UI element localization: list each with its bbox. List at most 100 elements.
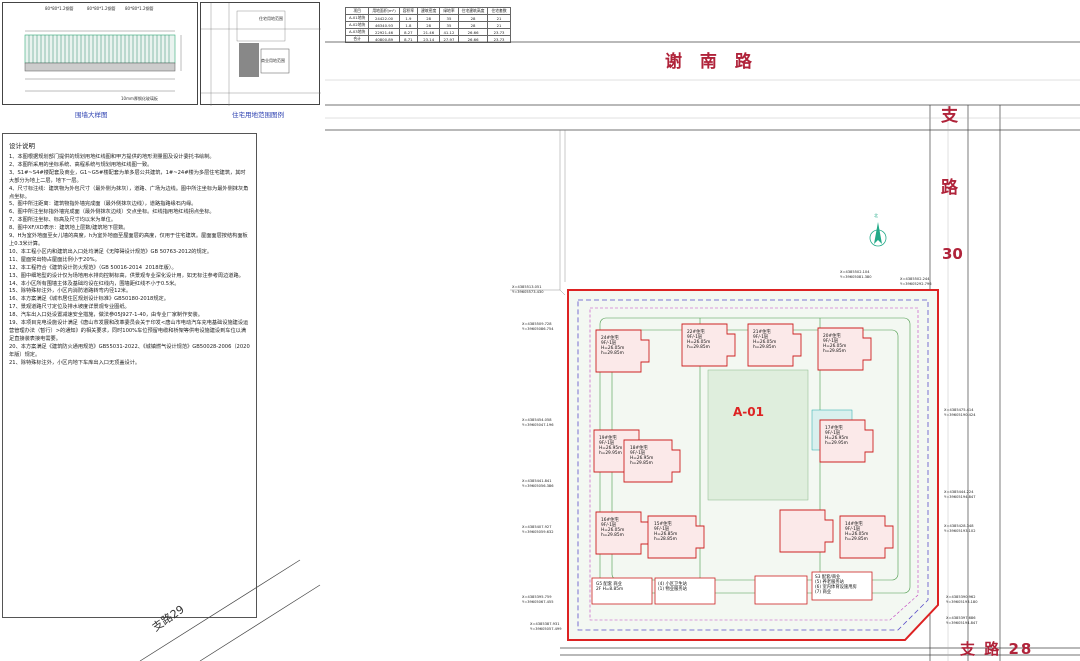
- building-floors: 9F/-1层: [825, 431, 841, 436]
- coord-label: Y=39605194.847: [946, 621, 978, 625]
- fence-detail-panel: 80*80*1.2钢管 80*80*1.2钢管 80*80*1.2钢管 10mm…: [2, 2, 198, 105]
- building-floors: 9F/-1层: [845, 527, 861, 532]
- building-name: 17#住宅: [825, 426, 843, 431]
- coord-label: Y=39605059.632: [522, 530, 554, 534]
- building-height: H=26.95m: [599, 446, 623, 451]
- building-name: 20#住宅: [823, 334, 841, 339]
- building-floors: 9F/-1层: [601, 523, 617, 528]
- note-line: 8、图中XF/XD表示：建筑地上层数/建筑地下层数。: [9, 225, 129, 232]
- road-label-east-2: 路: [941, 178, 958, 198]
- road-label-north: 谢 南 路: [665, 52, 758, 72]
- amenity-name-4: (7) 商业: [815, 590, 832, 595]
- building-height: H=26.85m: [654, 532, 678, 537]
- coord-label: X=4385387.931: [530, 622, 560, 626]
- amenity-name: (4) 小区卫生站: [658, 582, 687, 587]
- note-line: 21、除特殊标注外，小区内地下车库出入口无顶盖设计。: [9, 359, 141, 366]
- site-location-drawing: [201, 3, 321, 106]
- road-centerlines: [325, 79, 1080, 661]
- building-height: H=26.95m: [630, 456, 654, 461]
- north-arrow-label: 北: [874, 213, 878, 218]
- amenity-label-s3: S3 配套/商业(5) 养老服务站 (6) 室内体育设施用房(7) 商业: [815, 575, 857, 595]
- building-name: 15#住宅: [654, 522, 672, 527]
- note-line: 18、汽车出入口处设置减速安全措施，做法参05J927-1-40，由专业厂家制作…: [9, 312, 203, 319]
- amenity-name: G5 配套 商业: [596, 582, 622, 587]
- building-height-h: h=29.95m: [599, 451, 622, 456]
- dim-label-left: 80*80*1.2钢管: [45, 6, 74, 11]
- note-line: 11、屋面突出物占屋面比例小于20%。: [9, 256, 100, 263]
- building-height-h: h=29.85m: [601, 533, 624, 538]
- building-floors: 9F/-1层: [601, 341, 617, 346]
- coord-label: Y=39605193.180: [946, 600, 978, 604]
- note-line: 5、图中所注距离：建筑物指外墙完成面（最外侧抹灰边线），道路指路缘石内缘。: [9, 201, 197, 208]
- site-location-panel: 住宅用地范围 商业用地范围: [200, 2, 321, 106]
- dim-label-mid: 80*80*1.2钢管: [87, 6, 116, 11]
- building-height-h: h=29.85m: [601, 351, 624, 356]
- building-height-h: h=29.85m: [823, 349, 846, 354]
- note-line: 13、图中细地型的设计仅为场地用水排向控制标高，供景观专业深化设计用，如无标注参…: [9, 272, 244, 279]
- note-line: 12、本工程符合《建筑设计防火规范》（GB 50016-2014 2018年版）…: [9, 264, 177, 271]
- coord-label: X=4385509.728: [522, 322, 552, 326]
- coord-label: Y=39605086.754: [522, 327, 554, 331]
- central-green: [707, 369, 809, 501]
- coord-label: Y=39605193.102: [944, 529, 976, 533]
- amenity-label-services: (4) 小区卫生站(1) 物业服务站: [658, 582, 687, 592]
- note-line: 2、本图所采用的坐标系统、高程系统与规划用地红线图一致。: [9, 161, 153, 168]
- coord-label: X=4385395.759: [522, 595, 552, 599]
- note-line: 4、尺寸标注线：建筑物为外包尺寸（最外侧为抹灰），道路、广场为边线。图中所注坐标…: [9, 185, 249, 200]
- road-label-south-east: 支 路 28: [960, 640, 1034, 658]
- building-name: 22#住宅: [687, 330, 705, 335]
- building-name: 24#住宅: [601, 336, 619, 341]
- setback-line: [577, 299, 929, 631]
- design-notes-panel: 设计说明 1、本图根据规划部门提供的规划用地红线图和甲方提供的地形测量图及设计委…: [2, 133, 257, 618]
- building-height-h: h=29.95m: [825, 441, 848, 446]
- building-height: H=26.95m: [825, 436, 849, 441]
- building-height-h: h=29.85m: [845, 537, 868, 542]
- building-floors: 9F/-1层: [599, 441, 615, 446]
- coord-label: Y=39605067.455: [522, 600, 554, 604]
- table-row: A-01地块 24422.00 1.9 28 35 28 21: [344, 14, 511, 22]
- coord-label: X=4385390.962: [946, 595, 976, 599]
- coord-label: Y=39605081.380: [840, 275, 872, 279]
- note-line: 17、景观道路尺寸定位及排水坡度详景观专业图纸。: [9, 304, 130, 311]
- coord-label: Y=39605292.796: [900, 282, 932, 286]
- amenity-height: 2F H=8.85m: [596, 587, 624, 592]
- building-floors: 9F/-1层: [823, 339, 839, 344]
- parcel-lines: [510, 130, 566, 296]
- note-line: 15、除特殊标注外，小区内消防道路转弯内径12米。: [9, 288, 132, 295]
- amenity-name-3: (6) 室内体育设施用房: [815, 585, 857, 590]
- building-height: H=26.05m: [845, 532, 869, 537]
- plot-label: A-01: [733, 405, 764, 419]
- building-height: H=26.05m: [601, 346, 625, 351]
- note-line: 20、本方案满足《建筑防火通用规范》GB55031-2022、《城镇燃气设计规范…: [9, 343, 250, 358]
- building-height-h: h=29.85m: [630, 461, 653, 466]
- note-line: 1、本图根据规划部门提供的规划用地红线图和甲方提供的地形测量图及设计委托书绘制。: [9, 154, 215, 160]
- note-line: 19、本项目充电设施设计满足《唐山市发展和改革委员会关于印发<唐山市电动汽车充电…: [9, 320, 249, 342]
- note-line: 16、本方案满足《城市居住区规划设计标准》GB50180-2018规定。: [9, 296, 169, 303]
- north-arrow-icon: [869, 222, 887, 247]
- amenity-name-2: (1) 物业服务站: [658, 587, 687, 592]
- building-name: 16#住宅: [601, 518, 619, 523]
- building-floors: 9F/-1层: [687, 335, 703, 340]
- site-label-commercial: 商业用地范围: [261, 58, 285, 63]
- building-name: 18#住宅: [630, 446, 648, 451]
- note-line: 3、S1#~S4#楼配套及商业，G1~G5#楼配套为单多层公共建筑，1#~24#…: [9, 169, 246, 184]
- site-location-caption: 住宅用地范围图例: [232, 111, 284, 119]
- building-height-h: h=28.85m: [654, 537, 677, 542]
- fence-detail-caption: 围墙大样图: [75, 111, 108, 119]
- notes-title: 设计说明: [9, 142, 35, 150]
- fence-detail-drawing: [24, 30, 182, 92]
- site-label-residential: 住宅用地范围: [259, 16, 283, 21]
- building-height: H=26.05m: [687, 340, 711, 345]
- note-line: 10、本工程小区内和建筑出入口处均满足《无障碍设计规范》GB 50763-201…: [9, 248, 213, 255]
- coord-label: X=4385441.841: [522, 479, 552, 483]
- building-height: H=26.05m: [823, 344, 847, 349]
- coord-label: X=4385502.104: [840, 270, 870, 274]
- coord-label: X=4385502.244: [900, 277, 930, 281]
- building-height-h: h=29.85m: [687, 345, 710, 350]
